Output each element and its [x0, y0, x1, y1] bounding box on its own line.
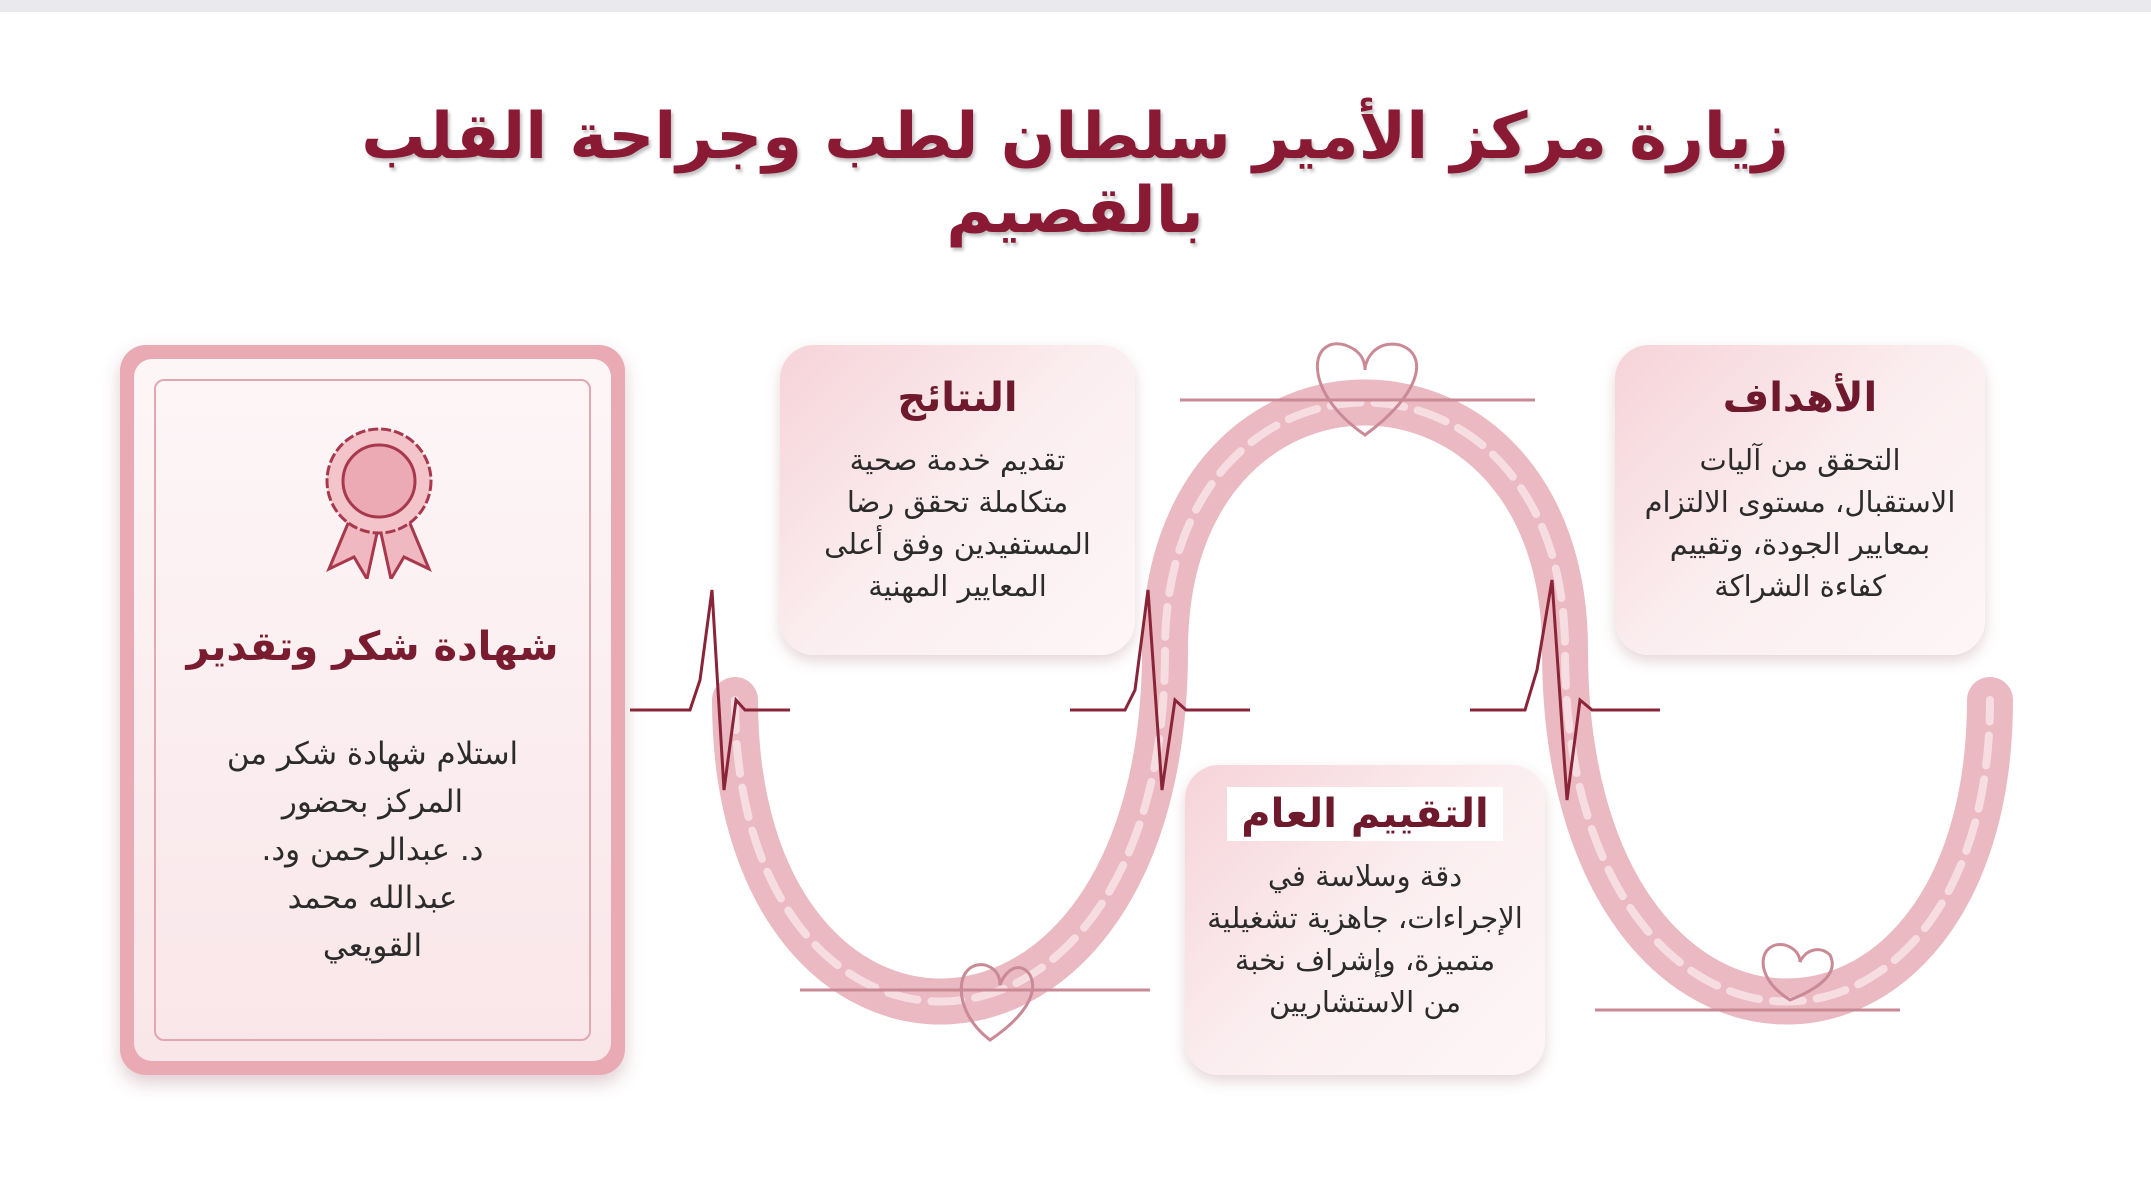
ribbon-highlight [731, 398, 1994, 1006]
evaluation-heading: التقييم العام [1227, 787, 1503, 841]
goals-line: الاستقبال، مستوى الالتزام [1644, 485, 1956, 519]
results-line: المستفيدين وفق أعلى [824, 527, 1091, 561]
results-line: تقديم خدمة صحية [849, 443, 1066, 477]
evaluation-line: دقة وسلاسة في [1267, 859, 1463, 893]
heart-icon-left [959, 963, 1035, 1042]
certificate-line: د. عبدالرحمن ود. [261, 832, 484, 868]
evaluation-line: من الاستشاريين [1268, 985, 1462, 1019]
results-line: المعايير المهنية [868, 569, 1047, 603]
certificate-heading: شهادة شكر وتقدير [186, 624, 559, 670]
certificate-frame [154, 379, 591, 1041]
goals-line: التحقق من آليات [1699, 443, 1901, 477]
results-card: النتائج تقديم خدمة صحية متكاملة تحقق رضا… [780, 345, 1135, 655]
goals-heading: الأهداف [1722, 375, 1878, 421]
heartbeat-line-1 [630, 589, 790, 791]
certificate-line: عبدالله محمد [287, 880, 458, 916]
heartbeat-line-3 [1470, 579, 1660, 801]
page-title: زيارة مركز الأمير سلطان لطب وجراحة القلب… [361, 100, 1789, 248]
heart-hand-icons [800, 342, 1900, 1042]
certificate-line: المركز بحضور [281, 784, 464, 820]
evaluation-card: التقييم العام دقة وسلاسة في الإجراءات، ج… [1185, 765, 1545, 1075]
goals-line: بمعايير الجودة، وتقييم [1669, 527, 1931, 561]
heartbeat-lines [630, 579, 1660, 801]
heartbeat-line-2 [1070, 589, 1250, 791]
award-ribbon-icon [325, 427, 433, 579]
goals-line: كفاءة الشراكة [1714, 569, 1886, 603]
evaluation-line: الإجراءات، جاهزية تشغيلية [1207, 901, 1523, 935]
evaluation-line: متميزة، وإشراف نخبة [1234, 943, 1496, 977]
heart-icon-right [1761, 943, 1834, 1002]
results-heading: النتائج [897, 375, 1018, 421]
certificate-line: القويعي [322, 928, 423, 964]
certificate-line: استلام شهادة شكر من [226, 736, 519, 772]
results-line: متكاملة تحقق رضا [846, 485, 1069, 519]
heart-icon-top [1316, 342, 1418, 437]
top-bar [0, 0, 2151, 12]
goals-card: الأهداف التحقق من آليات الاستقبال، مستوى… [1615, 345, 1985, 655]
certificate-card: شهادة شكر وتقدير استلام شهادة شكر من الم… [120, 345, 625, 1075]
